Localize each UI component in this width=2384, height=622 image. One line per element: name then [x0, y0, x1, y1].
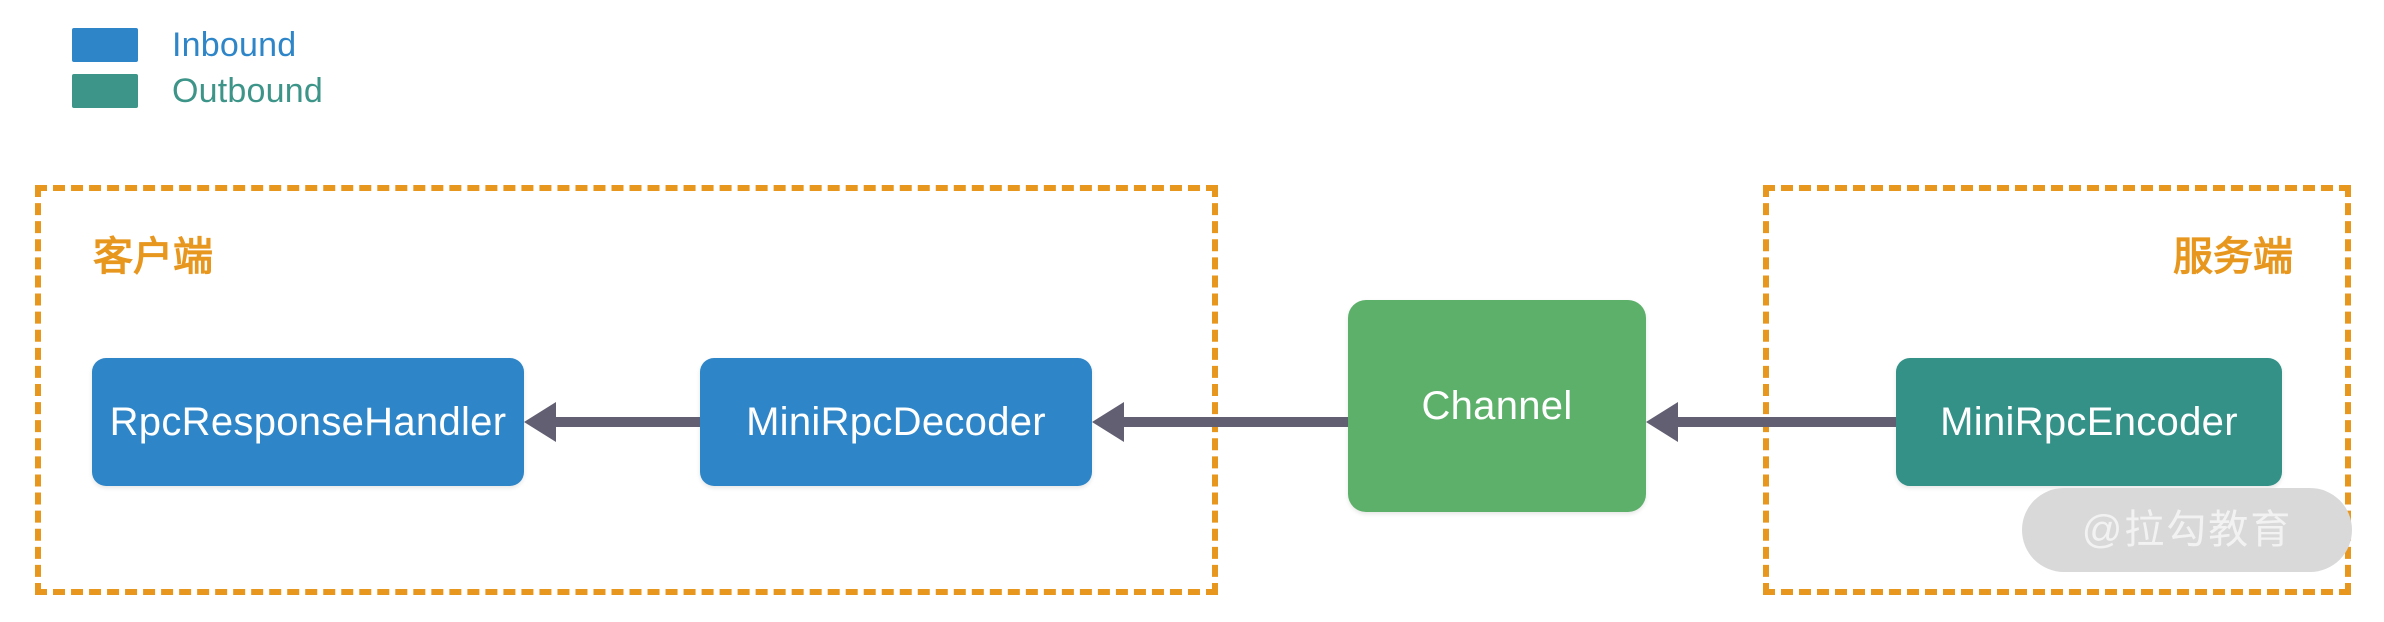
node-mini-rpc-decoder-label: MiniRpcDecoder — [746, 400, 1046, 444]
legend-label-outbound: Outbound — [172, 72, 323, 110]
arrow-decoder-to-handler — [554, 417, 700, 427]
node-rpc-response-handler-label: RpcResponseHandler — [109, 400, 507, 444]
arrow-channel-to-decoder — [1122, 417, 1348, 427]
legend-swatch-icon-inbound — [72, 28, 138, 62]
legend-swatch-icon-outbound — [72, 74, 138, 108]
arrow-encoder-to-channel — [1676, 417, 1896, 427]
node-mini-rpc-encoder[interactable]: MiniRpcEncoder — [1896, 358, 2282, 486]
legend-label-inbound: Inbound — [172, 26, 297, 64]
legend-item-outbound: Outbound — [72, 68, 323, 114]
legend: Inbound Outbound — [72, 22, 323, 114]
zone-client-title: 客户端 — [93, 235, 213, 279]
node-rpc-response-handler[interactable]: RpcResponseHandler — [92, 358, 524, 486]
legend-item-inbound: Inbound — [72, 22, 323, 68]
watermark: @拉勾教育 — [2022, 488, 2352, 572]
zone-server: 服务端 — [1763, 185, 2351, 595]
watermark-text: @拉勾教育 — [2081, 508, 2293, 552]
node-mini-rpc-encoder-label: MiniRpcEncoder — [1940, 400, 2238, 444]
node-mini-rpc-decoder[interactable]: MiniRpcDecoder — [700, 358, 1092, 486]
zone-server-title: 服务端 — [2173, 235, 2293, 279]
node-channel[interactable]: Channel — [1348, 300, 1646, 512]
node-channel-label: Channel — [1421, 384, 1573, 428]
zone-client: 客户端 — [35, 185, 1218, 595]
